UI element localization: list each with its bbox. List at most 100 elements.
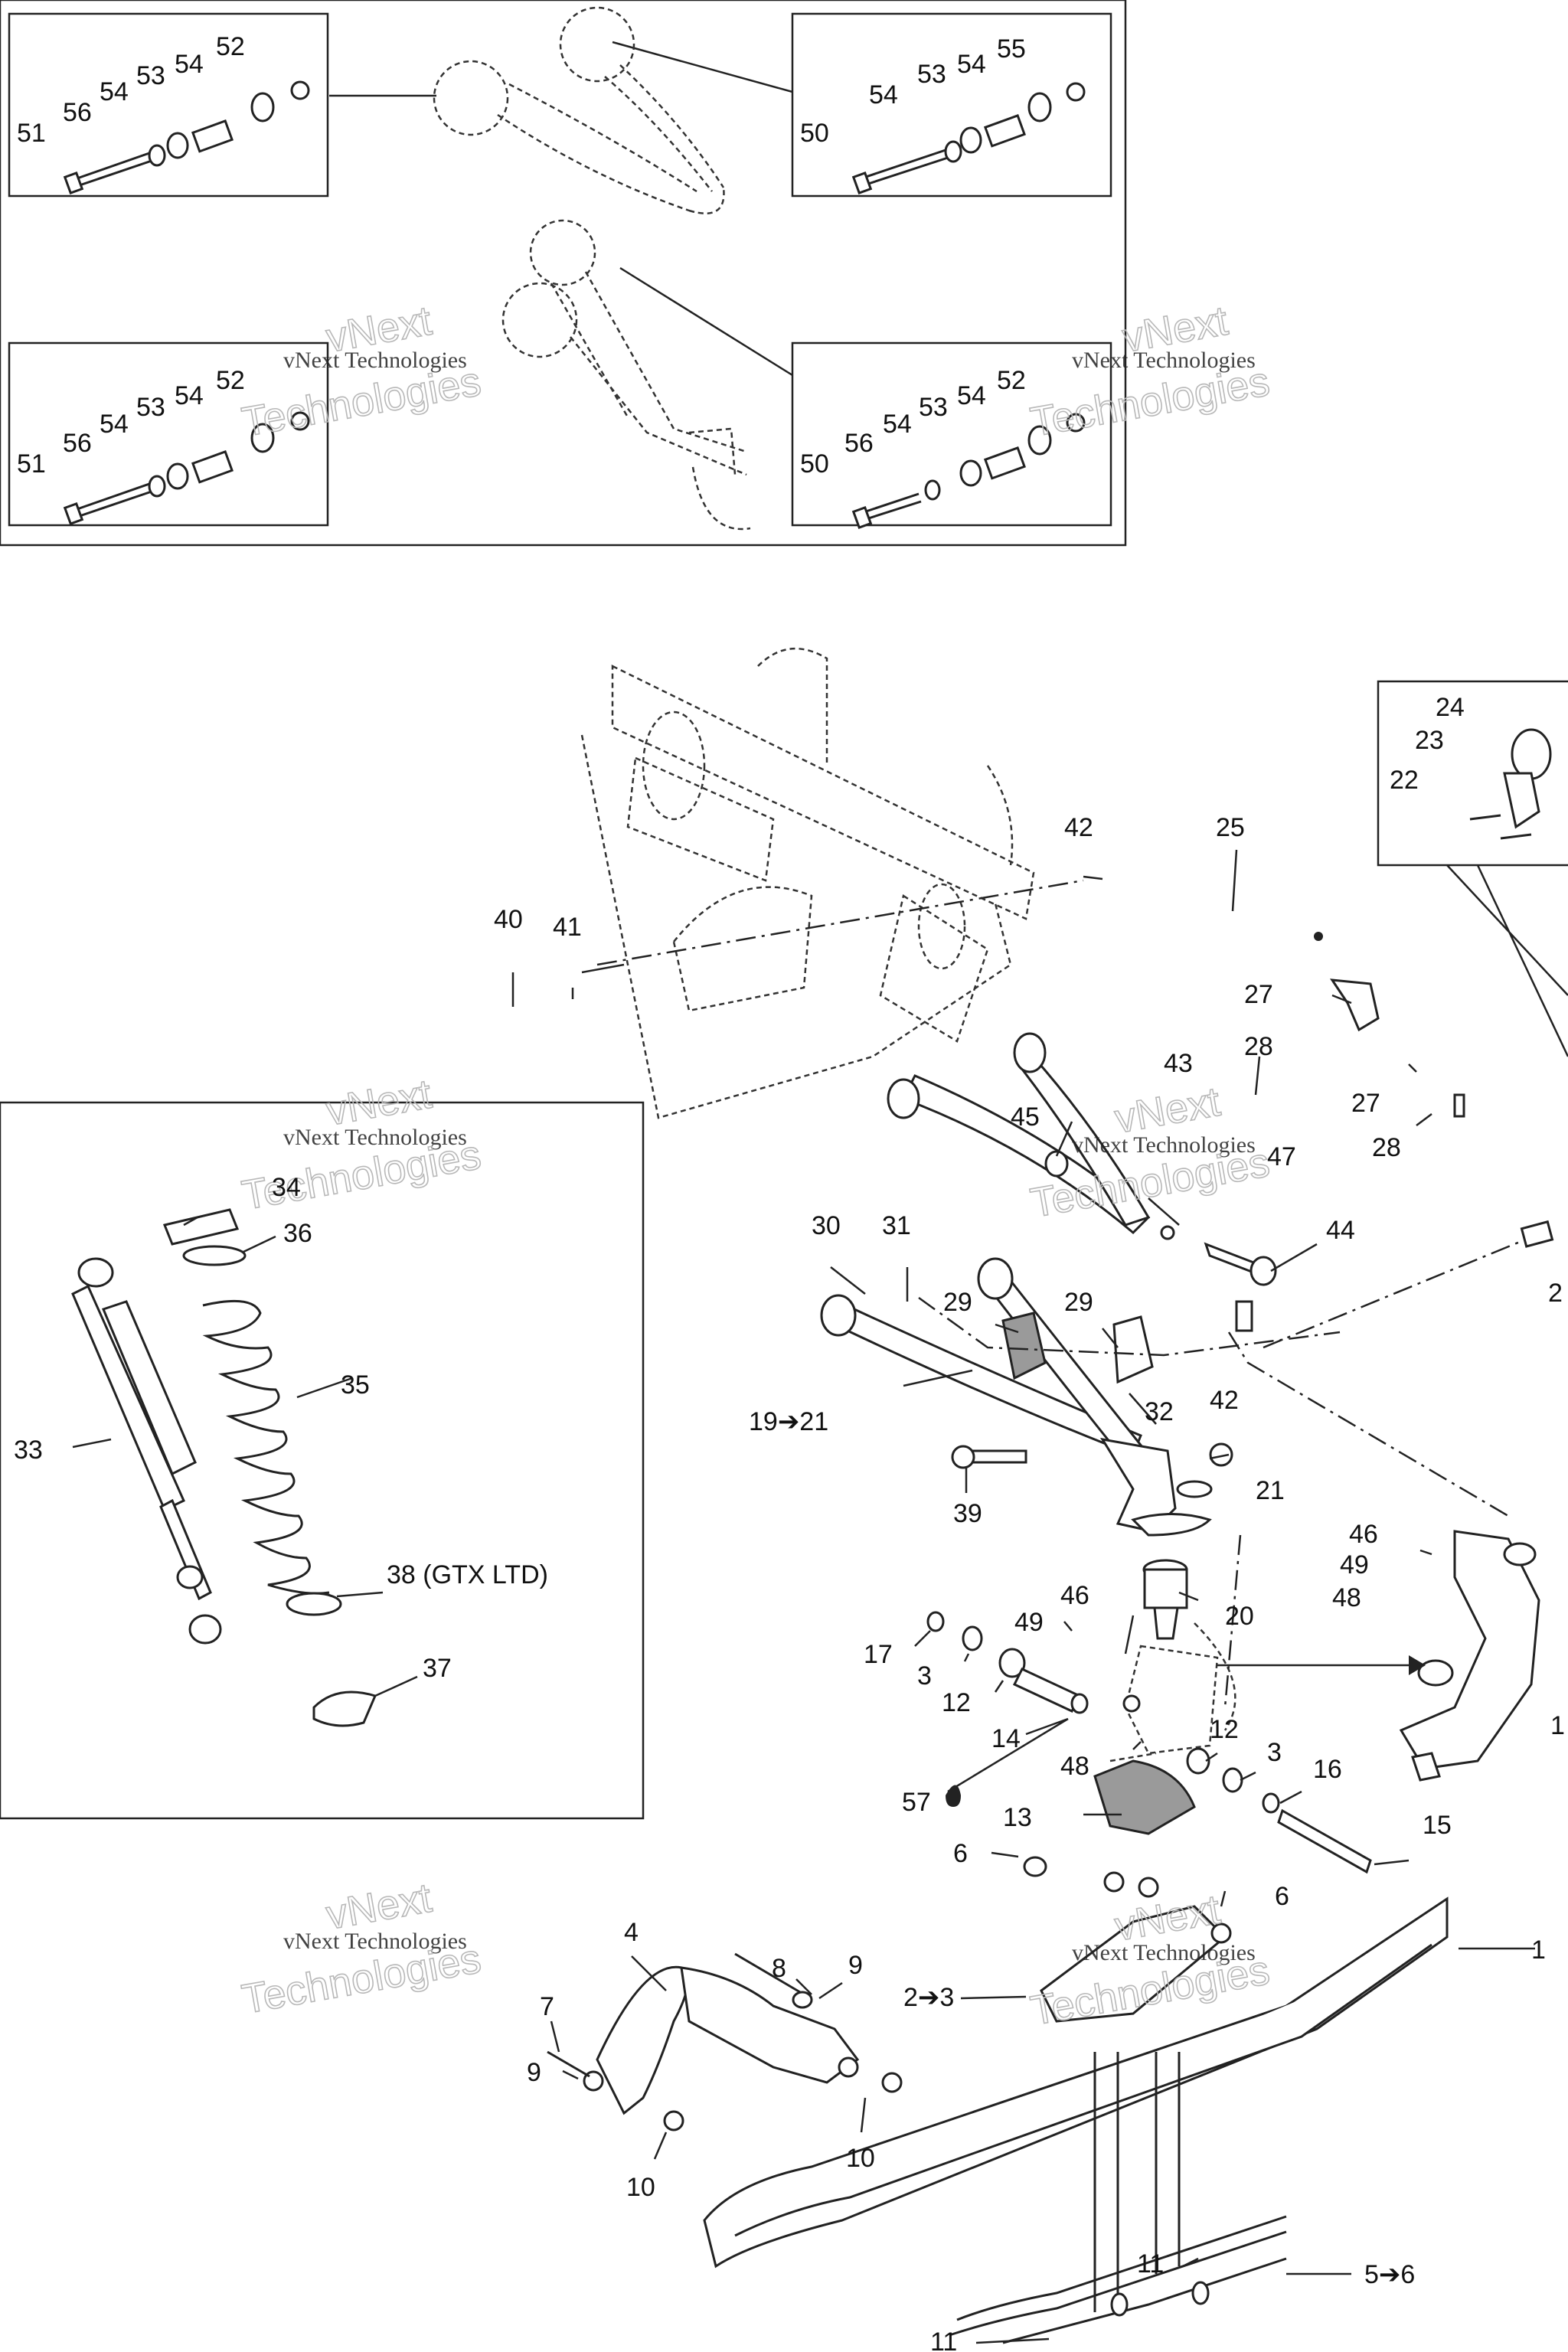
callout: 52 xyxy=(216,32,245,61)
arrow-head xyxy=(1409,1655,1426,1675)
wm-e-line1: vNext Technologies xyxy=(283,1929,467,1954)
callout: 54 xyxy=(957,50,986,79)
sway-bar-group xyxy=(1071,680,1568,1118)
callout: 56 xyxy=(63,429,92,458)
detail-box-bottom-right xyxy=(791,341,1112,527)
upper-arm-phantom xyxy=(433,6,751,531)
callout: 53 xyxy=(136,61,165,90)
callout: 14 xyxy=(991,1724,1021,1753)
callout: 29 xyxy=(1064,1288,1093,1317)
callout: 52 xyxy=(997,366,1026,395)
callout: 52 xyxy=(216,366,245,395)
callout: 43 xyxy=(1164,1049,1193,1078)
callout: 6 xyxy=(1275,1882,1289,1911)
callout: 37 xyxy=(423,1654,452,1683)
callout: 53 xyxy=(136,393,165,422)
callout: 35 xyxy=(341,1370,370,1400)
callout: 30 xyxy=(812,1211,841,1240)
ski-assembly xyxy=(547,1856,1449,2344)
callout: 53 xyxy=(919,393,948,422)
detail-box-top-left xyxy=(8,12,329,198)
chassis-frame xyxy=(580,647,1035,1119)
callout: 47 xyxy=(1267,1142,1296,1171)
detail-box-bottom-left xyxy=(8,341,329,527)
callout: 44 xyxy=(1326,1216,1355,1245)
callout: 54 xyxy=(175,381,204,410)
callout: 55 xyxy=(997,34,1026,64)
callout: 27 xyxy=(1244,980,1273,1009)
callout: 54 xyxy=(175,50,204,79)
callout: 17 xyxy=(864,1640,893,1669)
callout: 12 xyxy=(942,1688,971,1717)
callout-labels: 51 56 54 53 54 52 50 54 53 54 55 51 56 5… xyxy=(14,32,1565,2352)
spring-stopper-top xyxy=(162,1208,240,1246)
wm-c-line1: vNext Technologies xyxy=(283,1125,467,1150)
callout: 4 xyxy=(624,1918,639,1947)
callout: 57 xyxy=(902,1788,931,1817)
callout: 2➔3 xyxy=(903,1983,954,2012)
callout: 36 xyxy=(283,1219,312,1248)
callout: 54 xyxy=(869,80,898,109)
callout: 25 xyxy=(1216,813,1245,842)
callout: 10 xyxy=(626,2173,655,2202)
callout: 11 xyxy=(930,2328,957,2352)
callout: 50 xyxy=(800,119,829,148)
callout: 5➔6 xyxy=(1364,2260,1415,2289)
callout: 27 xyxy=(1351,1089,1380,1118)
callout: 3 xyxy=(917,1661,932,1690)
callout: 49 xyxy=(1340,1550,1369,1579)
callout: 42 xyxy=(1210,1386,1239,1415)
callout: 11 xyxy=(1137,2249,1164,2278)
callout: 42 xyxy=(1064,813,1093,842)
callout: 9 xyxy=(527,2058,541,2087)
callout: 48 xyxy=(1060,1752,1089,1781)
callout: 28 xyxy=(1244,1032,1273,1061)
lower-a-arm xyxy=(820,1257,1233,1537)
callout: 16 xyxy=(1313,1755,1342,1784)
callout: 33 xyxy=(14,1436,43,1465)
callout: 32 xyxy=(1145,1397,1174,1426)
callout: 28 xyxy=(1372,1133,1401,1162)
callout: 31 xyxy=(882,1211,911,1240)
callout: 50 xyxy=(800,449,829,479)
detail-box-top-right xyxy=(791,12,1112,198)
spring-seat-top xyxy=(182,1245,247,1266)
callout: 53 xyxy=(917,60,946,89)
callout: 9 xyxy=(848,1951,863,1980)
callout: 46 xyxy=(1349,1520,1378,1549)
callout: 8 xyxy=(772,1954,786,1983)
shock-absorber xyxy=(71,1257,222,1645)
callout: 1 xyxy=(1531,1936,1546,1965)
callout: 54 xyxy=(100,410,129,439)
drop-icon xyxy=(946,1785,961,1807)
callout: 3 xyxy=(1267,1738,1282,1767)
callout: 20 xyxy=(1225,1602,1254,1631)
wm-f-line1: vNext Technologies xyxy=(1072,1940,1256,1965)
callout: 38 (GTX LTD) xyxy=(387,1560,548,1589)
wm-a-line1: vNext Technologies xyxy=(283,348,467,373)
callout: 45 xyxy=(1011,1102,1040,1132)
box-connectors xyxy=(329,41,793,377)
callout: 23 xyxy=(1415,726,1444,755)
detail-box-right-connectors xyxy=(1446,864,1568,1057)
callout: 13 xyxy=(1003,1803,1032,1832)
callout: 46 xyxy=(1060,1581,1089,1610)
callout: 29 xyxy=(943,1288,972,1317)
callout: 51 xyxy=(17,119,46,148)
callout: 54 xyxy=(957,381,986,410)
callout: 15 xyxy=(1423,1811,1452,1840)
upper-bushing-section xyxy=(0,0,1127,547)
phantom-lines xyxy=(596,879,1524,1708)
leader-lines xyxy=(72,849,1535,2344)
callout: 10 xyxy=(846,2144,875,2173)
spring-stopper-bottom xyxy=(312,1690,377,1727)
callout: 56 xyxy=(63,98,92,127)
callout: 56 xyxy=(844,429,874,458)
callout: 40 xyxy=(494,905,523,934)
callout: 6 xyxy=(953,1839,968,1868)
callout: 51 xyxy=(17,449,46,479)
callout: 41 xyxy=(553,913,582,942)
callout: 34 xyxy=(272,1173,301,1202)
callout: 22 xyxy=(1390,766,1419,795)
ski-handle xyxy=(547,1952,903,2132)
